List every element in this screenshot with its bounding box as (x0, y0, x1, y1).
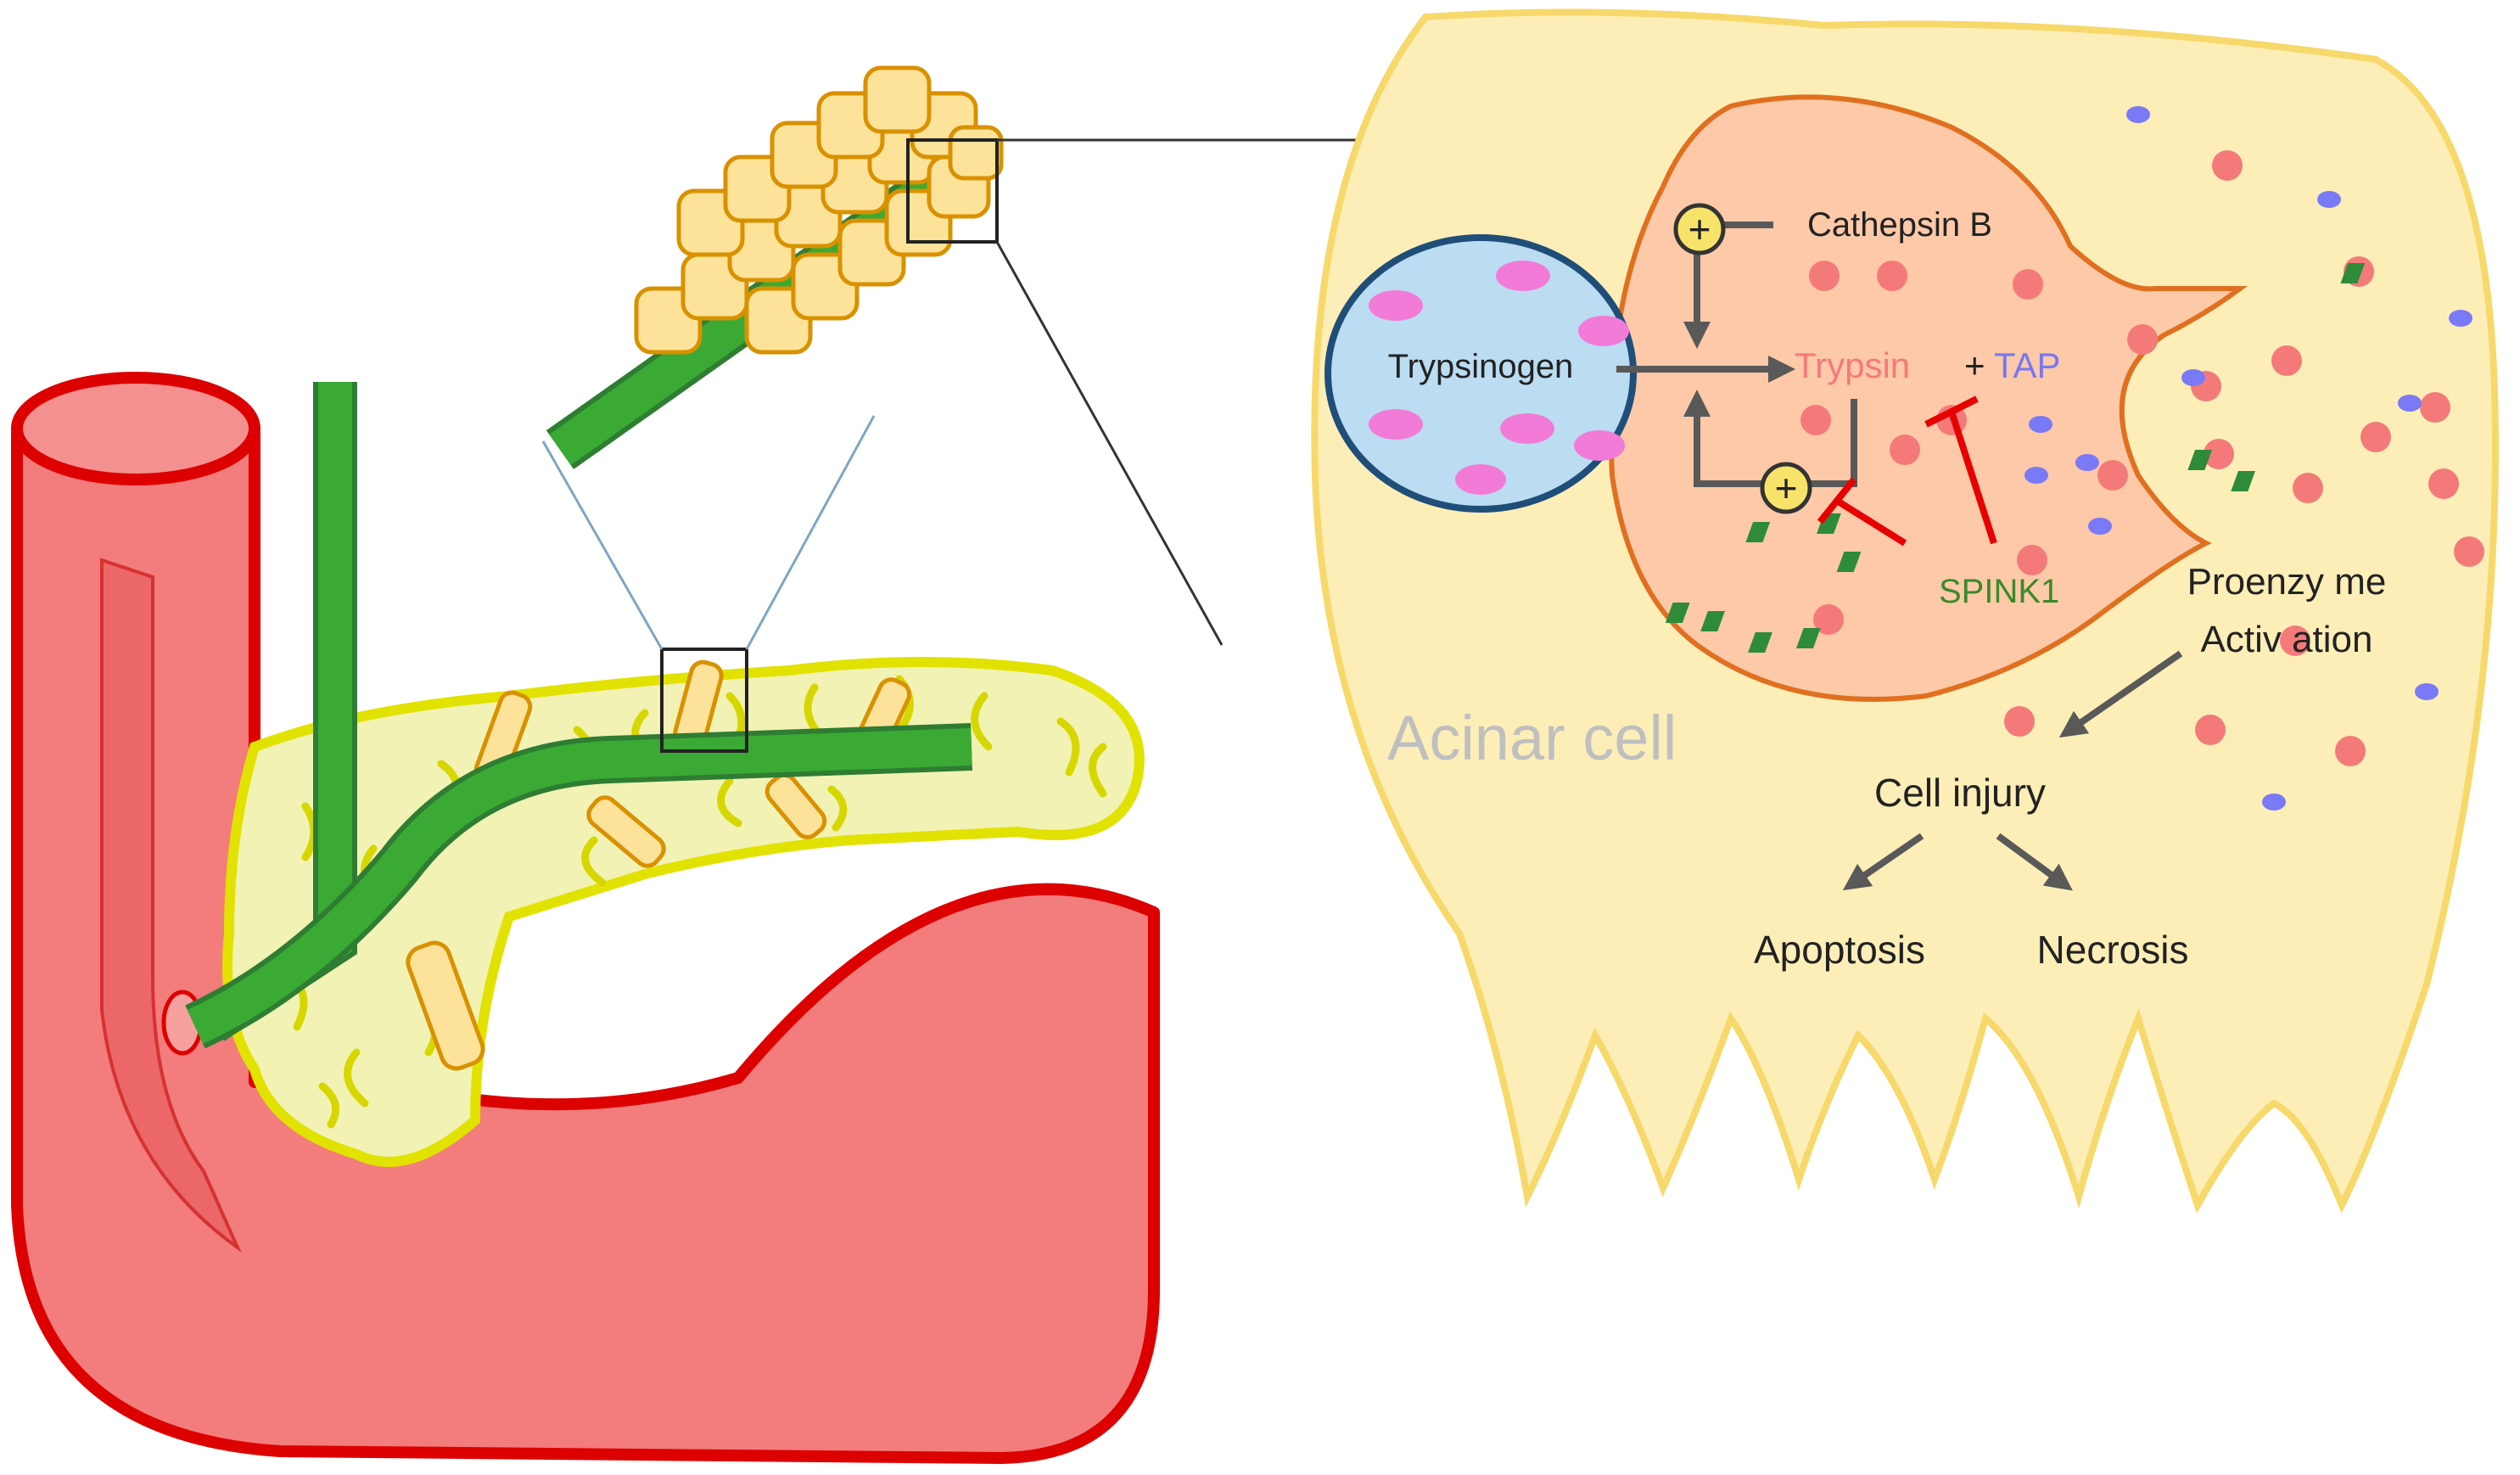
duodenum-shadow (100, 558, 242, 1253)
main-pancreatic-duct-inner (187, 728, 972, 1044)
apoptosis-label: Apoptosis (1754, 928, 1925, 972)
trypsinogen-label: Trypsinogen (1388, 348, 1574, 385)
arrow-to-necrosis (1996, 833, 2073, 891)
proenzyme-label-line1: Proenzy me (2187, 561, 2387, 603)
trypsin-dots (1800, 150, 2484, 766)
zoom-line-2 (745, 415, 876, 650)
tap-dots (2024, 106, 2472, 810)
acinar-cell: + + Cathepsin B Trypsinogen Trypsin + TA… (1311, 8, 2499, 1214)
cell-injury-label: Cell injury (1874, 771, 2046, 815)
proenzyme-label-line2: Activ ation (2201, 619, 2373, 660)
trypsin-label: Trypsin (1795, 345, 1910, 385)
zoom-box-acinus (906, 138, 999, 244)
activation-plus-circle-2: + (1760, 462, 1812, 514)
arrow-to-apoptosis (1842, 833, 1924, 891)
zoom-box-pancreas (660, 648, 748, 753)
duodenum (11, 372, 1160, 1464)
tap-label: TAP (1994, 345, 2061, 385)
zoom-line-1 (541, 440, 664, 650)
zymogen-compartment (1608, 94, 2248, 702)
duodenum-body (11, 427, 1160, 1464)
pancreatic-ducts (185, 382, 972, 1049)
pancreas-acini (406, 659, 912, 1071)
inhibition-lines (1817, 395, 1997, 547)
plus-sign-1: + (1688, 207, 1711, 251)
duodenum-opening (11, 372, 260, 485)
arrow-to-cell-injury (2058, 650, 2183, 738)
plus-label: + (1964, 345, 1985, 385)
plus-sign-2: + (1775, 466, 1798, 510)
activation-plus-circle-1: + (1673, 203, 1726, 255)
acinus-zoom (546, 65, 1004, 469)
zymogen-granules (1369, 261, 1629, 495)
spink1-label: SPINK1 (1939, 573, 2059, 610)
zoom-line-4 (995, 241, 1224, 646)
acinar-cell-label: Acinar cell (1387, 703, 1677, 773)
cathepsin-b-label: Cathepsin B (1807, 206, 1992, 244)
necrosis-label: Necrosis (2037, 928, 2189, 972)
acinus-cells (634, 65, 1004, 355)
